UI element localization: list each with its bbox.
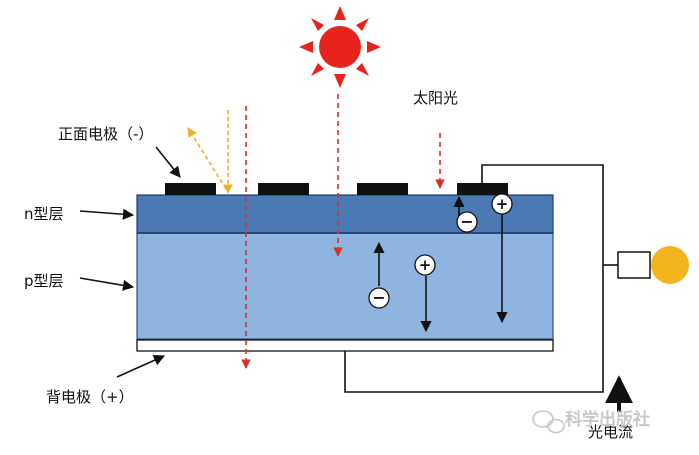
- hole-2: +: [491, 193, 513, 215]
- svg-text:+: +: [419, 256, 432, 274]
- sun-icon: [299, 6, 381, 88]
- front-electrode-4: [457, 183, 508, 195]
- electron-1: −: [368, 287, 390, 309]
- front-electrode-1: [165, 183, 216, 195]
- n-layer-pointer: [79, 208, 135, 220]
- back-electrode-pointer: [116, 354, 166, 378]
- back-electrode-label: 背电极（+）: [46, 388, 134, 406]
- electron-2: −: [456, 211, 478, 233]
- p-layer-pointer: [79, 277, 135, 291]
- photocurrent-label: 光电流: [588, 423, 633, 441]
- pointer-arrows: [79, 146, 181, 378]
- bulb-icon: [617, 246, 689, 284]
- svg-text:−: −: [460, 212, 473, 231]
- front-electrode-pointer: [155, 146, 181, 178]
- svg-text:+: +: [496, 195, 509, 213]
- sunlight-label: 太阳光: [413, 89, 458, 107]
- watermark: 科学出版社: [532, 409, 650, 434]
- front-electrode-2: [258, 183, 309, 195]
- front-electrodes: [165, 183, 508, 195]
- carriers: − + − +: [368, 193, 513, 309]
- hole-1: +: [414, 254, 436, 276]
- light-rays: [187, 94, 445, 369]
- wechat-logo-icon: [532, 410, 565, 434]
- n-layer-label: n型层: [24, 205, 64, 223]
- front-electrode-3: [357, 183, 408, 195]
- front-electrode-label: 正面电极（-）: [58, 125, 153, 143]
- external-circuit-wire: [344, 164, 604, 393]
- back-electrode: [136, 339, 554, 352]
- svg-text:科学出版社: 科学出版社: [565, 409, 650, 430]
- n-layer: [136, 194, 554, 234]
- p-layer-label: p型层: [24, 272, 64, 290]
- p-layer: [136, 232, 554, 340]
- carrier-arrows: [373, 195, 508, 333]
- svg-text:−: −: [372, 288, 385, 307]
- ray-yellow-reflected: [187, 127, 227, 190]
